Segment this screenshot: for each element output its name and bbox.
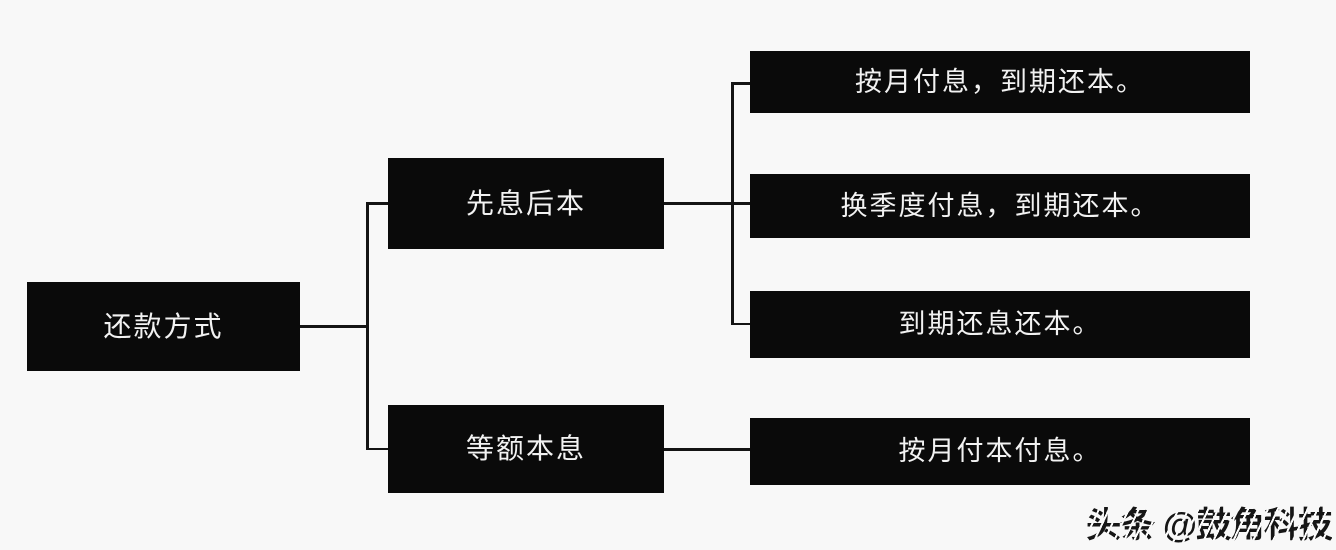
connector-to-leaf-monthly-principal-interest: [664, 448, 750, 451]
connector-leaf-column-vertical: [731, 82, 734, 325]
connector-interest-first-to-leaf-column: [664, 202, 750, 205]
connector-to-branch-equal-installment: [366, 447, 388, 450]
node-quarterly-interest-principal-at-maturity: 换季度付息，到期还本。: [750, 174, 1250, 238]
node-interest-and-principal-at-maturity: 到期还息还本。: [750, 291, 1250, 358]
node-monthly-interest-principal-at-maturity: 按月付息，到期还本。: [750, 51, 1250, 113]
node-interest-first-principal-later: 先息后本: [388, 158, 664, 249]
connector-to-leaf-monthly-interest: [731, 82, 750, 85]
node-equal-principal-and-interest: 等额本息: [388, 405, 664, 493]
connector-to-branch-interest-first: [366, 202, 388, 205]
connector-to-leaf-maturity-repay-all: [731, 322, 750, 325]
node-monthly-principal-and-interest: 按月付本付息。: [750, 418, 1250, 485]
connector-branch-column-vertical: [366, 202, 369, 450]
watermark-toutiao-handle: 头条 @鼓角科技: [1086, 497, 1333, 548]
connector-root-to-branch-column: [300, 325, 368, 328]
node-repayment-method: 还款方式: [27, 282, 300, 371]
